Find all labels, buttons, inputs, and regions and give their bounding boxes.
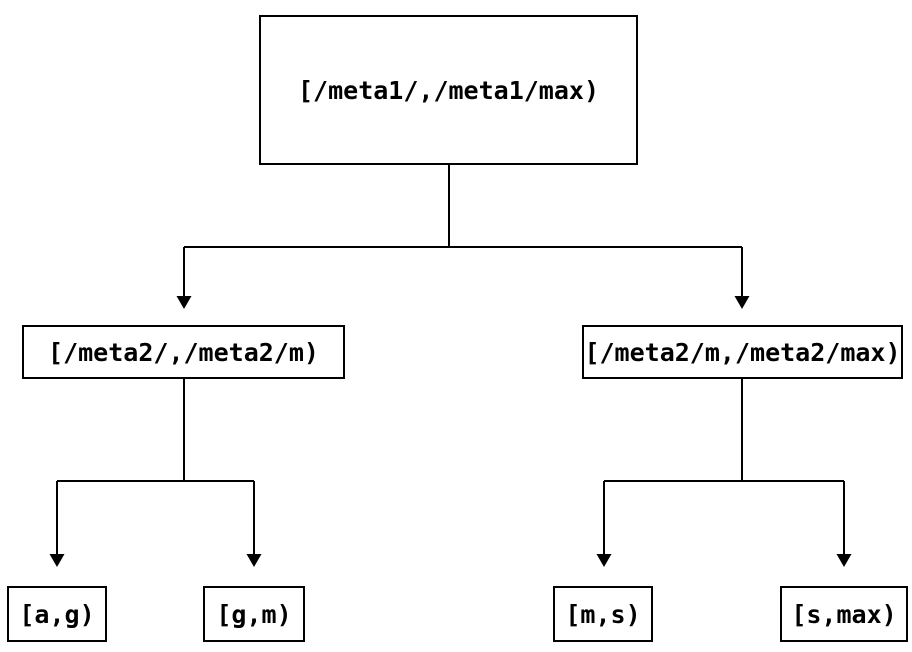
node-leaf-gm-label: [g,m)	[216, 599, 292, 629]
node-mid-left: [/meta2/,/meta2/m)	[22, 325, 345, 379]
node-mid-right: [/meta2/m,/meta2/max)	[582, 325, 903, 379]
arrowhead-down-icon	[246, 554, 262, 567]
arrowhead-down-icon	[49, 554, 65, 567]
node-leaf-gm: [g,m)	[203, 586, 305, 642]
node-leaf-smax: [s,max)	[780, 586, 908, 642]
node-leaf-smax-label: [s,max)	[791, 599, 897, 629]
node-root-label: [/meta1/,/meta1/max)	[297, 75, 600, 105]
arrowhead-down-icon	[176, 296, 192, 309]
edge-mid-left-to-children	[49, 379, 262, 567]
arrowhead-down-icon	[596, 554, 612, 567]
node-leaf-ag-label: [a,g)	[19, 599, 95, 629]
node-leaf-ms-label: [m,s)	[565, 599, 641, 629]
node-mid-right-label: [/meta2/m,/meta2/max)	[584, 337, 901, 367]
node-root: [/meta1/,/meta1/max)	[259, 15, 638, 165]
arrowhead-down-icon	[836, 554, 852, 567]
edge-root-to-children	[176, 165, 750, 309]
edge-mid-right-to-children	[596, 379, 852, 567]
arrowhead-down-icon	[734, 296, 750, 309]
node-leaf-ms: [m,s)	[553, 586, 653, 642]
node-mid-left-label: [/meta2/,/meta2/m)	[48, 337, 319, 367]
node-leaf-ag: [a,g)	[7, 586, 107, 642]
